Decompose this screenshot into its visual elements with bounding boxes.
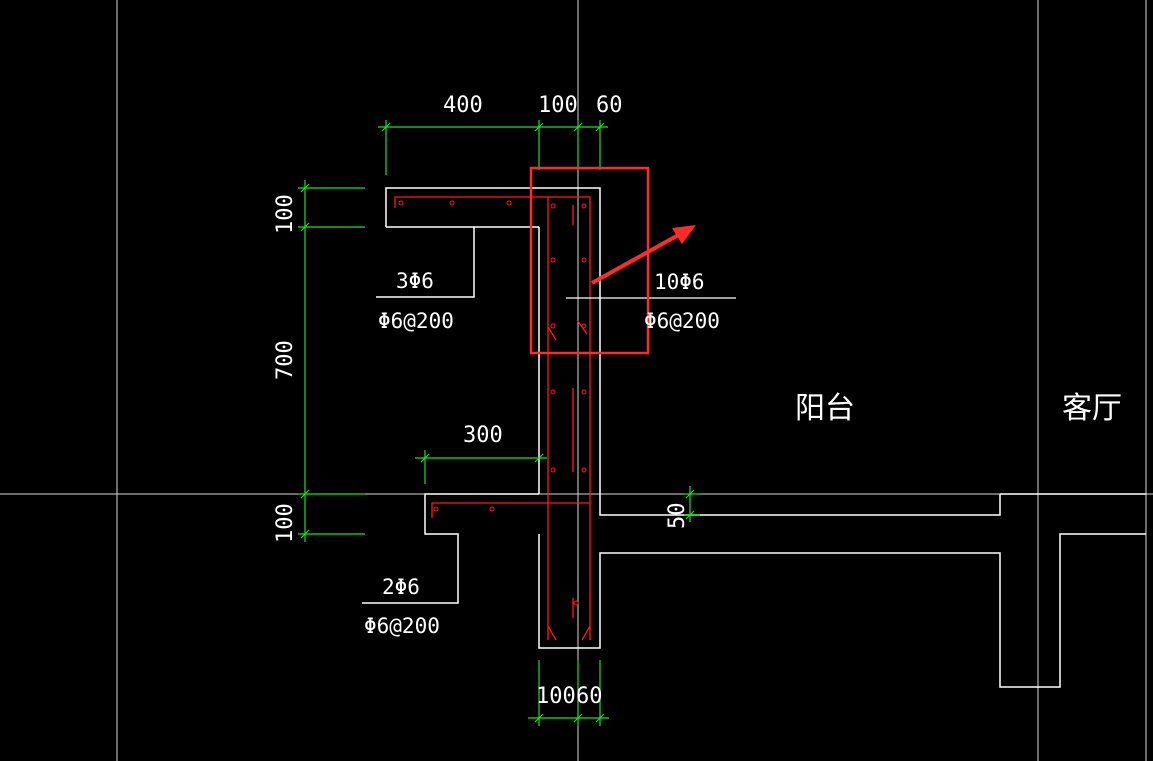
label-upper-left-stirrup: Φ6@200 <box>378 309 454 333</box>
label-highlighted-bars: 10Φ6 <box>654 270 705 294</box>
rebar-dots <box>398 200 587 606</box>
dim-100-left-top: 100 <box>273 194 298 234</box>
dim-700: 700 <box>273 340 298 380</box>
label-lower-left-stirrup: Φ6@200 <box>364 614 440 638</box>
dim-60-top: 60 <box>596 93 623 118</box>
dim-100-top: 100 <box>538 93 578 118</box>
dim-100-left-bottom: 100 <box>273 503 298 543</box>
label-lower-left-bars: 2Φ6 <box>382 575 420 599</box>
room-label-living-room: 客厅 <box>1062 391 1122 426</box>
annotation-arrow-icon <box>591 225 696 285</box>
room-label-balcony: 阳台 <box>795 391 855 426</box>
rebar-lines <box>394 196 591 641</box>
dimension-lines <box>298 120 700 726</box>
dim-50: 50 <box>665 503 690 530</box>
label-highlighted-stirrup: Φ6@200 <box>644 309 720 333</box>
highlight-box <box>529 166 650 355</box>
dim-100-bottom: 100 <box>536 684 576 709</box>
label-upper-left-bars: 3Φ6 <box>396 269 434 293</box>
dim-400: 400 <box>443 93 483 118</box>
dim-60-bottom: 60 <box>576 684 603 709</box>
structure-outline <box>362 187 1146 688</box>
dim-300: 300 <box>463 423 503 448</box>
